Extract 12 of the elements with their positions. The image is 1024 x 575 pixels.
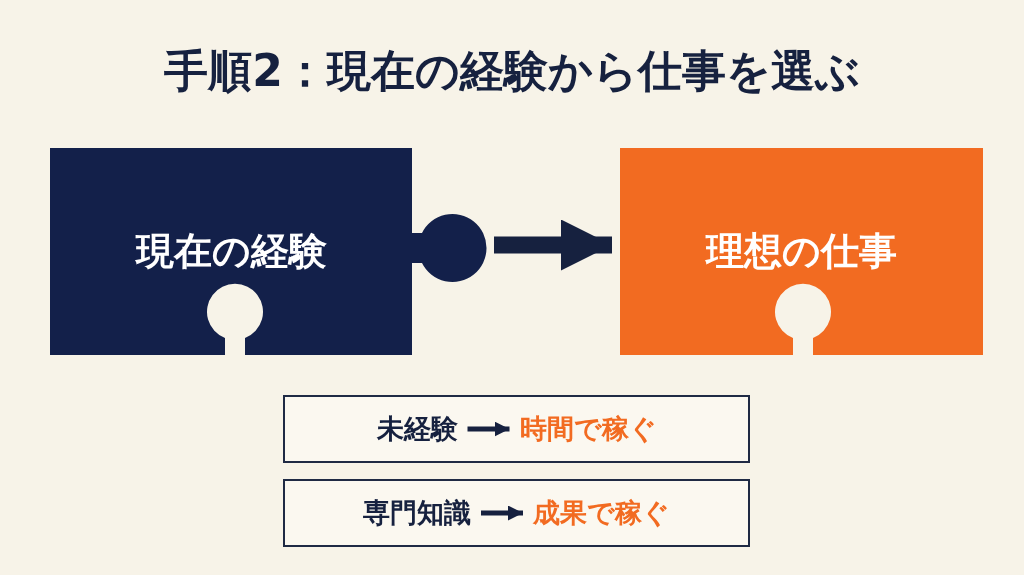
arrow	[481, 505, 523, 521]
step-text: 時間で稼ぐ	[519, 411, 657, 447]
arrow	[467, 421, 510, 437]
outlined-box	[283, 395, 750, 463]
arrow	[494, 219, 612, 271]
step-text: 専門知識	[363, 495, 471, 531]
step-text: 未経験	[376, 411, 458, 447]
piece-label: 現在の経験	[135, 228, 327, 275]
piece-label: 理想の仕事	[706, 228, 897, 275]
slide-title: 手順2：現在の経験から仕事を選ぶ	[163, 44, 861, 98]
outlined-box	[283, 479, 750, 547]
step-text: 成果で稼ぐ	[533, 495, 670, 531]
